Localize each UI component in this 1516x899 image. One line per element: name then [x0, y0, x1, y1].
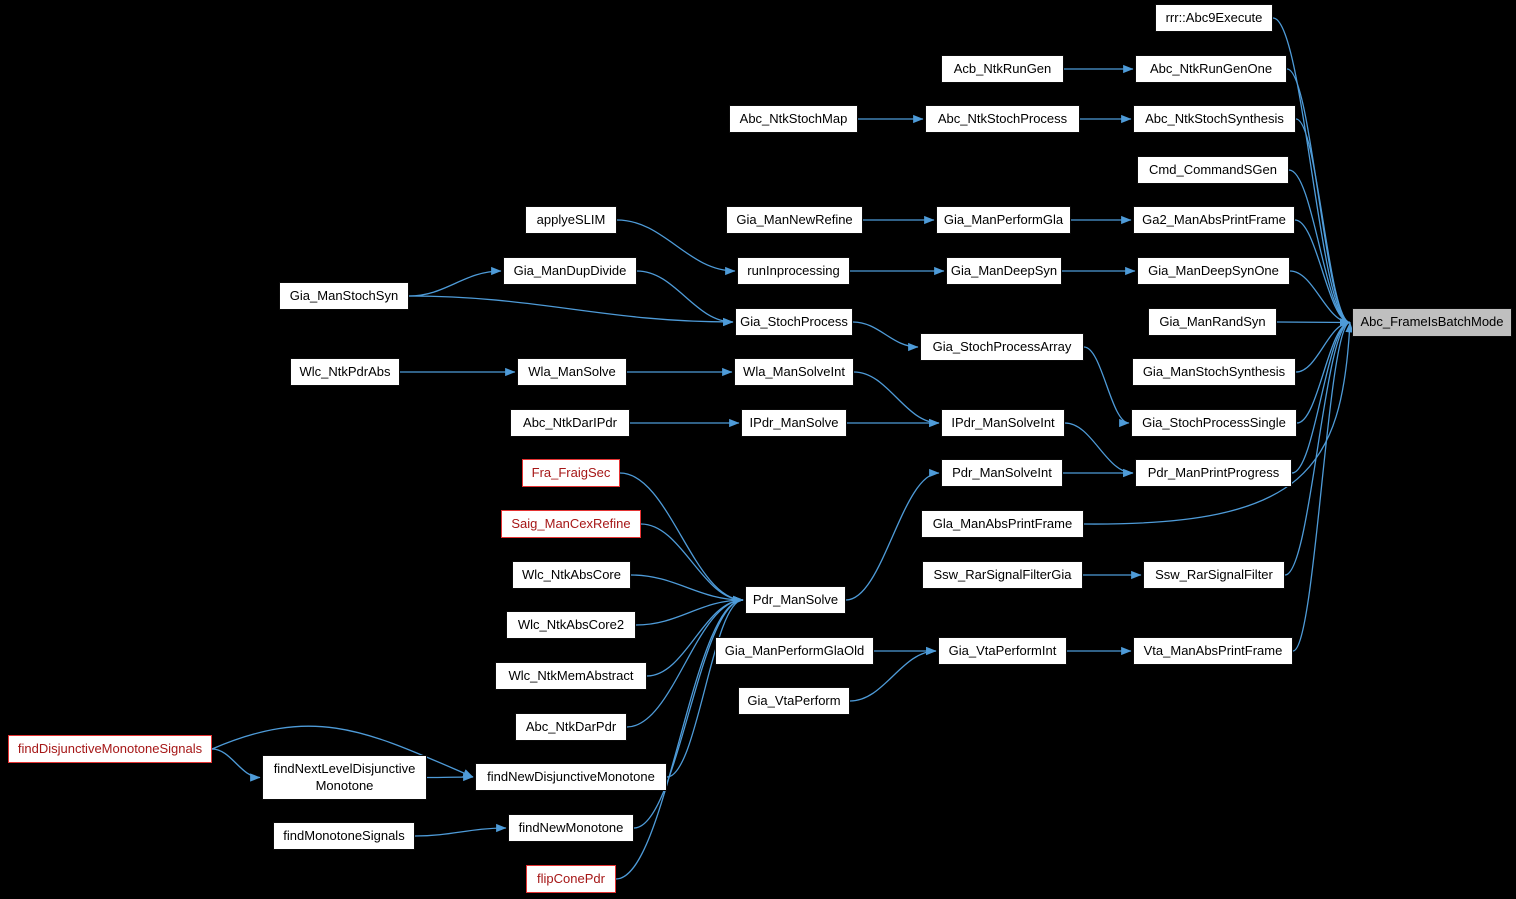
- graph-edge-findnewdisjunctivemonotone-to-pdr_mansolve: [666, 595, 744, 778]
- graph-node-ipdr_mansolve[interactable]: IPdr_ManSolve: [741, 409, 847, 437]
- graph-node-gia_mannewrefine[interactable]: Gia_ManNewRefine: [726, 206, 863, 234]
- graph-node-abc_ntkstochsynthesis[interactable]: Abc_NtkStochSynthesis: [1133, 105, 1296, 133]
- graph-node-wlc_ntkmemabstract[interactable]: Wlc_NtkMemAbstract: [495, 662, 647, 690]
- graph-edge-rrr_abc9execute-to-abc_frameisbatchmode: [1272, 17, 1351, 327]
- graph-node-ipdr_mansolveint[interactable]: IPdr_ManSolveInt: [941, 409, 1065, 437]
- graph-edge-wlc_ntkabscore-to-pdr_mansolve: [630, 574, 744, 605]
- graph-node-pdr_mansolveint[interactable]: Pdr_ManSolveInt: [941, 459, 1063, 487]
- graph-node-abc_frameisbatchmode: Abc_FrameIsBatchMode: [1352, 308, 1512, 337]
- graph-node-cmd_commandsgen[interactable]: Cmd_CommandSGen: [1137, 156, 1289, 184]
- graph-edge-ipdr_mansolveint-to-pdr_manprintprogress: [1064, 422, 1134, 478]
- graph-node-gia_mandeepsyn[interactable]: Gia_ManDeepSyn: [946, 257, 1062, 285]
- graph-node-gla_manabsprintframe[interactable]: Gla_ManAbsPrintFrame: [921, 510, 1084, 538]
- graph-node-abc_ntkstochmap[interactable]: Abc_NtkStochMap: [729, 105, 858, 133]
- graph-node-wlc_ntkabscore2[interactable]: Wlc_NtkAbsCore2: [506, 611, 636, 639]
- graph-node-pdr_mansolve[interactable]: Pdr_ManSolve: [745, 586, 846, 614]
- graph-node-gia_stochprocess[interactable]: Gia_StochProcess: [735, 308, 853, 336]
- graph-node-ssw_rarsignalfiltergia[interactable]: Ssw_RarSignalFilterGia: [922, 561, 1083, 589]
- graph-node-wlc_ntkabscore[interactable]: Wlc_NtkAbsCore: [512, 561, 631, 589]
- graph-edge-wla_mansolveint-to-ipdr_mansolveint: [853, 371, 940, 428]
- graph-node-findnextleveldisjunctivemonotone[interactable]: findNextLevelDisjunctive Monotone: [262, 755, 427, 800]
- graph-edge-saig_mancexrefine-to-pdr_mansolve: [640, 523, 744, 605]
- graph-node-findnewdisjunctivemonotone[interactable]: findNewDisjunctiveMonotone: [475, 763, 667, 791]
- graph-node-runinprocessing[interactable]: runInprocessing: [737, 257, 850, 285]
- graph-edge-pdr_manprintprogress-to-abc_frameisbatchmode: [1291, 318, 1351, 474]
- graph-edge-abc_ntkstochsynthesis-to-abc_frameisbatchmode: [1295, 118, 1351, 327]
- graph-edge-findnextleveldisjunctivemonotone-to-findnewdisjunctivemonotone: [426, 772, 474, 782]
- graph-node-wla_mansolve[interactable]: Wla_ManSolve: [517, 358, 627, 386]
- graph-edge-gla_manabsprintframe-to-abc_frameisbatchmode: [1083, 321, 1354, 525]
- graph-edge-finddisjunctivemonotonesignals-to-findnextleveldisjunctivemonotone: [211, 748, 261, 782]
- graph-node-gia_manperformglaold[interactable]: Gia_ManPerformGlaOld: [715, 637, 874, 665]
- graph-node-ga2_manabsprintframe[interactable]: Ga2_ManAbsPrintFrame: [1133, 206, 1295, 234]
- graph-edge-gia_stochprocessarray-to-gia_stochprocesssingle: [1083, 346, 1130, 428]
- graph-node-gia_mandupdivide[interactable]: Gia_ManDupDivide: [503, 257, 637, 285]
- call-graph-edges: [211, 17, 1354, 880]
- graph-edge-gia_vtaperform-to-gia_vtaperformint: [849, 646, 937, 702]
- graph-node-fra_fraigsec[interactable]: Fra_FraigSec: [522, 459, 620, 487]
- graph-node-gia_vtaperformint[interactable]: Gia_VtaPerformInt: [938, 637, 1067, 665]
- graph-edge-pdr_mansolve-to-pdr_mansolveint: [845, 468, 940, 601]
- graph-node-ssw_rarsignalfilter[interactable]: Ssw_RarSignalFilter: [1143, 561, 1285, 589]
- graph-edge-gia_manstochsyn-to-gia_stochprocess: [408, 295, 734, 327]
- graph-node-wla_mansolveint[interactable]: Wla_ManSolveInt: [734, 358, 854, 386]
- graph-node-gia_manstochsyn[interactable]: Gia_ManStochSyn: [279, 282, 409, 310]
- graph-node-saig_mancexrefine[interactable]: Saig_ManCexRefine: [501, 510, 641, 538]
- graph-node-acb_ntkrungen[interactable]: Acb_NtkRunGen: [941, 55, 1064, 83]
- graph-node-gia_manperformgla[interactable]: Gia_ManPerformGla: [936, 206, 1071, 234]
- graph-edge-findnewmonotone-to-pdr_mansolve: [633, 595, 744, 829]
- graph-edge-abc_ntkdarpdr-to-pdr_mansolve: [626, 595, 744, 728]
- graph-node-gia_stochprocessarray[interactable]: Gia_StochProcessArray: [920, 333, 1084, 361]
- graph-node-abc_ntkstochprocess[interactable]: Abc_NtkStochProcess: [925, 105, 1080, 133]
- graph-node-abc_ntkdarpdr[interactable]: Abc_NtkDarPdr: [515, 713, 627, 741]
- graph-edge-gia_manrandsyn-to-abc_frameisbatchmode: [1276, 318, 1351, 327]
- graph-node-gia_manrandsyn[interactable]: Gia_ManRandSyn: [1148, 308, 1277, 336]
- graph-node-vta_manabsprintframe[interactable]: Vta_ManAbsPrintFrame: [1133, 637, 1293, 665]
- graph-node-rrr_abc9execute[interactable]: rrr::Abc9Execute: [1155, 4, 1273, 32]
- graph-edge-gia_manstochsyn-to-gia_mandupdivide: [408, 266, 502, 297]
- graph-node-pdr_manprintprogress[interactable]: Pdr_ManPrintProgress: [1135, 459, 1292, 487]
- graph-node-gia_vtaperform[interactable]: Gia_VtaPerform: [738, 687, 850, 715]
- graph-edge-findmonotonesignals-to-findnewmonotone: [414, 823, 507, 837]
- graph-node-applyeslim[interactable]: applyeSLIM: [525, 206, 617, 234]
- graph-edge-gia_mandupdivide-to-gia_stochprocess: [636, 270, 734, 327]
- graph-edge-gia_stochprocess-to-gia_stochprocessarray: [852, 321, 919, 352]
- graph-node-finddisjunctivemonotonesignals[interactable]: findDisjunctiveMonotoneSignals: [8, 735, 212, 763]
- graph-edge-cmd_commandsgen-to-abc_frameisbatchmode: [1288, 169, 1351, 327]
- graph-edge-applyeslim-to-runinprocessing: [616, 219, 736, 276]
- graph-node-gia_stochprocesssingle[interactable]: Gia_StochProcessSingle: [1131, 409, 1297, 437]
- graph-node-flipconepdr[interactable]: flipConePdr: [526, 865, 616, 893]
- graph-node-findmonotonesignals[interactable]: findMonotoneSignals: [273, 822, 415, 850]
- graph-node-findnewmonotone[interactable]: findNewMonotone: [508, 814, 634, 842]
- graph-node-gia_mandeepsynone[interactable]: Gia_ManDeepSynOne: [1137, 257, 1290, 285]
- graph-edge-flipconepdr-to-pdr_mansolve: [615, 595, 744, 880]
- graph-node-gia_manstochsynthesis[interactable]: Gia_ManStochSynthesis: [1132, 358, 1296, 386]
- graph-edge-ssw_rarsignalfilter-to-abc_frameisbatchmode: [1284, 318, 1351, 576]
- graph-node-abc_ntkdaripdr[interactable]: Abc_NtkDarIPdr: [510, 409, 630, 437]
- graph-node-wlc_ntkpdrabs[interactable]: Wlc_NtkPdrAbs: [290, 358, 400, 386]
- graph-node-abc_ntkrungenone[interactable]: Abc_NtkRunGenOne: [1135, 55, 1287, 83]
- graph-edge-finddisjunctivemonotonesignals-to-findnewdisjunctivemonotone: [211, 725, 474, 778]
- graph-edge-vta_manabsprintframe-to-abc_frameisbatchmode: [1292, 318, 1351, 652]
- graph-edge-wlc_ntkabscore2-to-pdr_mansolve: [635, 595, 744, 626]
